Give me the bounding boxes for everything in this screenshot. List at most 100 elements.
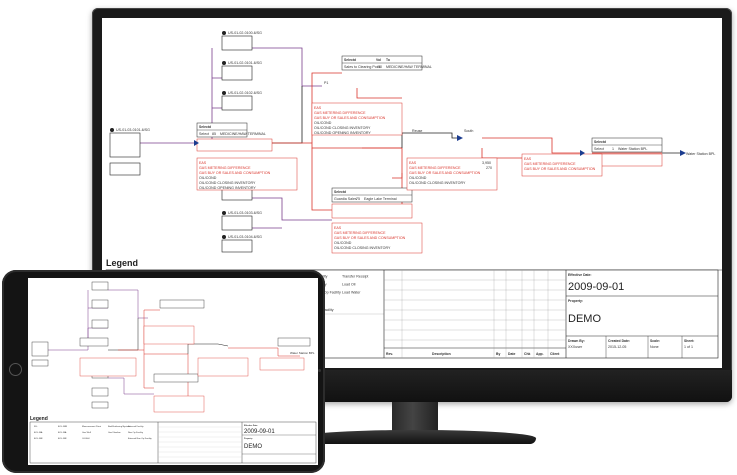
node-label: US-01-02-0101-6/SG <box>228 61 262 65</box>
legend-entry: EOL-MIR <box>58 426 68 428</box>
effective-date-label: Effective Date: <box>568 273 592 277</box>
table-header: Selectd <box>334 190 346 194</box>
info-line: OIL/COND <box>409 176 427 180</box>
legend-entry: Bad/Gathering/System <box>108 425 130 428</box>
scale-value: None <box>650 345 659 349</box>
node-far-left: US-01-03-0101-6/SG <box>109 128 150 176</box>
property-label: Property: <box>568 299 583 303</box>
effective-date-value: 2009-09-01 <box>568 281 624 293</box>
info-line: EAS <box>334 226 342 230</box>
property-value: DEMO <box>568 313 601 325</box>
table-bottom: Selectd Guardia Sales 75 Eagle Lake Term… <box>331 187 413 219</box>
valve-icon <box>680 150 686 156</box>
water-station-label: Water Station BPL <box>686 152 715 156</box>
info-box-mid: EAS GAS METERING DIFFERENCE GAS BUY OR S… <box>406 157 498 191</box>
info-line: GAS METERING DIFFERENCE <box>314 111 366 115</box>
table-header: Selectd <box>594 140 606 144</box>
rev-header: App. <box>536 352 544 356</box>
drawn-by-label: Drawn By: <box>568 339 585 343</box>
rev-header: Rev. <box>386 352 393 356</box>
info-line: EAS <box>199 161 207 165</box>
info-box-left: EAS GAS METERING DIFFERENCE GAS BUY OR S… <box>196 157 298 191</box>
legend-title: Legend <box>30 416 48 422</box>
info-line: EAS <box>409 161 417 165</box>
legend-grid: Rev. Description By Date Chk App. Client <box>106 270 567 358</box>
valve-icons <box>194 135 686 156</box>
node-label: US-01-02-0102-6/SG <box>228 91 262 95</box>
legend-entry: Oil Well <box>82 438 90 440</box>
legend-entry: EOL-MA <box>34 431 43 434</box>
info-line: OIL/COND OPENING INVENTORY <box>314 131 371 135</box>
table-header: To <box>386 58 390 62</box>
valve-icon <box>457 135 463 141</box>
node-label: US-01-03-0101-6/SG <box>116 128 150 132</box>
info-line: GAS BUY OR SALES AND CONSUMPTION <box>314 116 386 120</box>
home-button-icon[interactable] <box>9 363 22 376</box>
info-value: 3,950 <box>482 161 491 165</box>
south-label: South <box>464 129 473 133</box>
table-cell: Water Station BPL <box>618 147 647 151</box>
node-label: US-01-02-0100-6/SG <box>228 31 262 35</box>
created-label: Created Date: <box>608 339 630 343</box>
table-cell: 30 <box>378 65 382 69</box>
title-block: Effective Date: 2009-09-01 Property: DEM… <box>566 273 718 358</box>
node-label: US-01-03-0104-6/SG <box>228 235 262 239</box>
sheet-value: 1 of 1 <box>684 345 693 349</box>
monitor-stand-neck <box>392 402 438 434</box>
info-line: GAS METERING DIFFERENCE <box>409 166 461 170</box>
table-cell: 1 <box>612 147 614 151</box>
legend-entry: External Non Op Facility <box>128 437 152 440</box>
legend-entry: Gas Well <box>82 432 91 434</box>
tablet-screen: Water Station BPL Legend FLL EOL-MA EOL-… <box>28 278 318 465</box>
table-cell: Select <box>594 147 604 151</box>
info-line: OIL/COND <box>199 176 217 180</box>
monitor-stand-base <box>296 430 536 444</box>
info-line: OIL/COND OPENING INVENTORY <box>199 186 256 190</box>
table-header: Selectd <box>344 58 356 62</box>
legend-entry: Load Oil <box>342 283 356 287</box>
legend-entry: Non Op Facility <box>128 431 144 434</box>
tablet-device: Water Station BPL Legend FLL EOL-MA EOL-… <box>2 270 325 473</box>
point-label: P1 <box>324 81 328 85</box>
scale-label: Scale: <box>650 339 660 343</box>
node-label: US-01-03-0103-6/SG <box>228 211 262 215</box>
info-line: EAS <box>524 157 532 161</box>
legend-title: Legend <box>106 258 138 268</box>
effective-date-label: Effective Date: <box>244 424 258 427</box>
legend-entry: Load Water <box>342 291 361 295</box>
tablet-schematic: Water Station BPL Legend FLL EOL-MA EOL-… <box>29 281 317 464</box>
legend-entry: EOL-MA <box>58 431 67 434</box>
valve-icon <box>194 140 199 146</box>
table-cell: 75 <box>356 197 360 201</box>
info-line: GAS BUY OR SALES AND CONSUMPTION <box>409 171 481 175</box>
legend-entry: Transfer Receipt <box>342 275 368 279</box>
table-left: Selectd Select 85 MEDICINE/HAW TERMINAL <box>196 122 273 152</box>
legend-entry: FLL <box>34 426 39 428</box>
sheet-label: Sheet: <box>684 339 694 343</box>
info-line: GAS BUY OR SALES AND CONSUMPTION <box>334 236 406 240</box>
info-box-top: EAS GAS METERING DIFFERENCE GAS BUY OR S… <box>311 102 403 136</box>
drawn-by-value: XXXuser <box>568 345 583 349</box>
info-line: GAS METERING DIFFERENCE <box>524 162 576 166</box>
property-label: Property: <box>244 437 253 440</box>
info-line: OIL/COND CLOSING INVENTORY <box>314 126 371 130</box>
reuse-label: Reuse <box>412 129 422 133</box>
info-line: EAS <box>314 106 322 110</box>
rev-header: Description <box>432 352 451 356</box>
created-value: 2015-12-05 <box>608 345 626 349</box>
legend-entry: EOL-MR <box>34 438 43 440</box>
table-cell: Guardia Sales <box>334 197 357 201</box>
rev-header: Chk <box>524 352 531 356</box>
info-value: 270 <box>486 166 492 170</box>
rev-header: Client <box>550 352 560 356</box>
info-line: OIL/COND <box>334 241 352 245</box>
effective-date-value: 2009-09-01 <box>244 429 275 435</box>
info-line: OIL/COND <box>314 121 332 125</box>
info-line: GAS METERING DIFFERENCE <box>199 166 251 170</box>
info-line: OIL/COND CLOSING INVENTORY <box>409 181 466 185</box>
water-station-label: Water Station BPL <box>290 351 315 355</box>
legend-entry: EOL-MR <box>58 438 67 440</box>
info-line: GAS BUY OR SALES AND CONSUMPTION <box>524 167 596 171</box>
table-cell: MEDICINE/HAW TERMINAL <box>220 132 266 136</box>
table-cell: MEDICINE/HAW TERMINAL <box>386 65 432 69</box>
